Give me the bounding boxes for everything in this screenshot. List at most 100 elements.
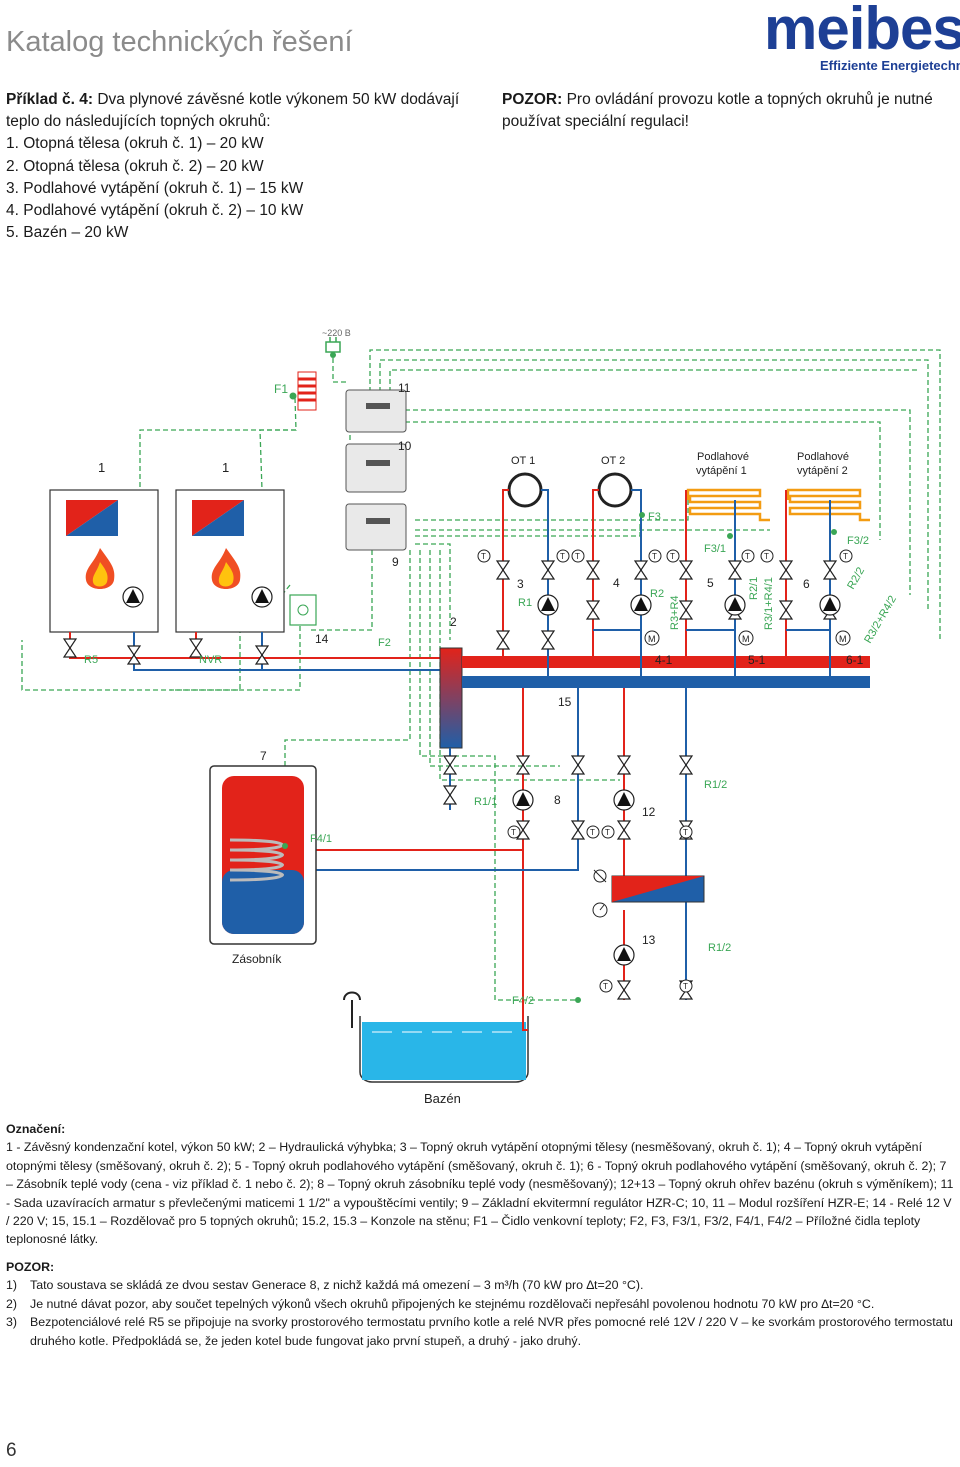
ot1-label: OT 1 [511, 455, 535, 467]
relay-r5-label: R5 [84, 654, 98, 666]
svg-text:T: T [683, 982, 688, 991]
pressure-gauge-icon [592, 902, 608, 918]
circuit-valve [679, 560, 693, 580]
circuit-pump [724, 594, 746, 616]
circuit-valve [586, 560, 600, 580]
lower-valve [571, 755, 585, 775]
circuit-12-label: 12 [642, 805, 656, 819]
circuit-valve [586, 600, 600, 620]
svg-text:T: T [652, 552, 657, 561]
legend-heading: Označení: [6, 1122, 66, 1136]
hot-water-tank [209, 765, 317, 945]
circuit-valve [779, 600, 793, 620]
r1-1-label: R1/1 [474, 796, 497, 808]
svg-text:T: T [590, 828, 595, 837]
distributor-label: 15 [558, 695, 572, 709]
circuit-13-label: 13 [642, 933, 656, 947]
boiler-2-label: 1 [222, 460, 229, 475]
circuit-list-item: 5. Bazén – 20 kW [6, 224, 129, 242]
r3-2-r4-2-label: R3/2+R4/2 [862, 594, 899, 646]
note-number: 1) [6, 1278, 18, 1293]
circuit-valve [496, 560, 510, 580]
heat-exchanger [611, 875, 705, 903]
floor-heating-1-icon [686, 488, 770, 522]
circuit-valve [541, 560, 555, 580]
svg-text:T: T [745, 552, 750, 561]
hydraulic-separator [439, 647, 463, 749]
svg-text:T: T [670, 552, 675, 561]
thermometer-icon: T [601, 825, 615, 839]
thermometer-icon: T [741, 549, 755, 563]
circuit-list-item: 3. Podlahové vytápění (okruh č. 1) – 15 … [6, 179, 304, 197]
circuit-8-label: 8 [554, 793, 561, 807]
f3-label: F3 [648, 511, 661, 523]
svg-text:T: T [511, 828, 516, 837]
relay-nvr-label: NVR [199, 654, 222, 666]
intro-lead-bold: Příklad č. 4: [6, 91, 94, 108]
svg-text:T: T [683, 828, 688, 837]
svg-text:T: T [764, 552, 769, 561]
signal-wiring [21, 349, 941, 1001]
thermometer-icon: T [839, 549, 853, 563]
f2-label: F2 [378, 637, 391, 649]
note-item: 1) Tato soustava se skládá ze dvou sesta… [6, 1276, 956, 1294]
legend-text: 1 - Závěsný kondenzační kotel, výkon 50 … [6, 1140, 954, 1247]
svg-text:M: M [648, 634, 656, 644]
fh1-label-a: Podlahové [697, 451, 749, 463]
circuit-4-label: 4 [613, 576, 620, 590]
radiator-ot2-icon [597, 472, 633, 508]
boiler-unit [175, 489, 285, 633]
fh1-label-b: vytápění 1 [696, 465, 747, 477]
svg-text:M: M [839, 634, 847, 644]
module-11-label: 11 [398, 381, 411, 395]
fh2-label-a: Podlahové [797, 451, 849, 463]
thermometer-icon: T [666, 549, 680, 563]
catalog-title: Katalog technických řešení [6, 26, 353, 58]
svg-text:T: T [481, 552, 486, 561]
logo-word: meibes [764, 0, 960, 62]
tank-7-label: 7 [260, 749, 267, 763]
circuit-list-item: 2. Otopná tělesa (okruh č. 2) – 20 kW [6, 157, 264, 175]
thermometer-icon: T [648, 549, 662, 563]
lower-pump [613, 789, 635, 811]
controller-hzr-c [345, 503, 407, 551]
logo-tagline: Effiziente Energietechnik [820, 58, 960, 73]
boiler-valve [127, 645, 141, 665]
r2-2-label: R2/2 [845, 565, 867, 591]
thermometer-icon: T [760, 549, 774, 563]
f1-label: F1 [274, 382, 288, 396]
f3-1-label: F3/1 [704, 543, 726, 555]
regulator-9-label: 9 [392, 555, 399, 569]
f4-1-sensor-dot [282, 843, 288, 849]
lower-valve [617, 980, 631, 1000]
boiler-1-label: 1 [98, 460, 105, 475]
page-number: 6 [6, 1440, 17, 1461]
hydraulic-schematic: ~220 В F1 11 [21, 328, 941, 1106]
lower-valve [679, 755, 693, 775]
relay-14-label: 14 [315, 632, 329, 646]
f3-1-sensor-dot [727, 533, 733, 539]
pool-basin [343, 991, 529, 1083]
pool-return-piping [522, 1000, 528, 1031]
f3-2-sensor-dot [831, 529, 837, 535]
warning-text: Pro ovládání provozu kotle a topných okr… [502, 91, 933, 131]
r2-label: R2 [650, 588, 664, 600]
legend: Označení: 1 - Závěsný kondenzační kotel,… [6, 1120, 956, 1249]
circuit-5-label: 5 [707, 576, 714, 590]
mixing-motor-icon: M [644, 630, 660, 646]
thermometer-icon: T [507, 825, 521, 839]
svg-text:T: T [605, 828, 610, 837]
f3-sensor-dot [639, 512, 645, 518]
svg-text:M: M [742, 634, 750, 644]
power-label: ~220 В [322, 328, 351, 338]
tank-label: Zásobník [232, 952, 282, 966]
notes-heading: POZOR: [6, 1260, 55, 1274]
intro-lead-text: Dva plynové závěsné kotle výkonem 50 kW … [6, 91, 460, 131]
pool-label: Bazén [424, 1091, 461, 1106]
boiler-valve [255, 645, 269, 665]
lower-valve [443, 785, 457, 805]
circuit-4-1-label: 4-1 [655, 653, 673, 667]
circuit-valve [496, 630, 510, 650]
separator-label: 2 [450, 615, 457, 629]
thermometer-icon: T [556, 549, 570, 563]
